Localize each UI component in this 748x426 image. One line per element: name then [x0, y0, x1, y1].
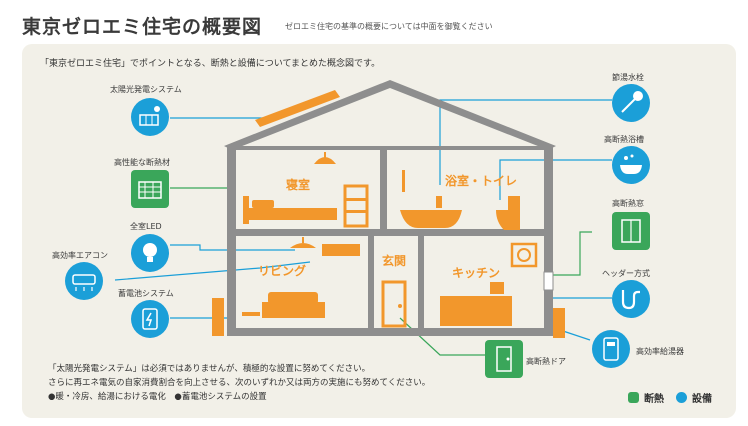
room-living: リビング — [258, 264, 307, 278]
high-insulation-window-icon — [612, 212, 650, 250]
header-pipe-icon — [612, 280, 650, 318]
solar-panel-icon — [131, 98, 169, 136]
legend-green-swatch — [628, 392, 639, 403]
high-insulation-door-icon — [485, 340, 523, 378]
label-solar: 太陽光発電システム — [110, 85, 182, 94]
label-bathtub: 高断熱浴槽 — [604, 135, 644, 144]
label-led: 全室LED — [130, 222, 162, 231]
battery-icon — [131, 300, 169, 338]
air-conditioner-icon — [65, 262, 103, 300]
label-window: 高断熱窓 — [612, 199, 644, 208]
footnote-line1: 「太陽光発電システム」は必須ではありませんが、積極的な設置に努めてください。 — [48, 364, 371, 374]
insulation-material-icon — [131, 170, 169, 208]
label-water-heater: 高効率給湯器 — [636, 347, 684, 356]
legend-insulation-label: 断熱 — [644, 394, 664, 405]
room-bedroom: 寝室 — [286, 178, 311, 192]
label-door: 高断熱ドア — [526, 357, 566, 366]
footnote-line3: ●暖・冷房、給湯における電化 ●蓄電池システムの設置 — [48, 392, 267, 402]
label-battery: 蓄電池システム — [118, 289, 174, 298]
room-kitchen: キッチン — [452, 266, 501, 280]
room-entrance: 玄関 — [382, 254, 407, 268]
label-header: ヘッダー方式 — [602, 269, 650, 278]
label-insulation: 高性能な断熱材 — [114, 158, 170, 167]
shower-faucet-icon — [612, 84, 650, 122]
label-aircon: 高効率エアコン — [52, 251, 108, 260]
intro-text: 「東京ゼロエミ住宅」でポイントとなる、断熱と設備についてまとめた概念図です。 — [40, 59, 381, 69]
footnote-line2: さらに再エネ電気の自家消費割合を向上させる、次のいずれか又は両方の実施にも努めて… — [48, 378, 431, 388]
bathtub-icon — [612, 146, 650, 184]
footnote: 「太陽光発電システム」は必須ではありませんが、積極的な設置に努めてください。 さ… — [48, 362, 430, 404]
led-bulb-icon — [131, 234, 169, 272]
water-heater-icon — [592, 330, 630, 368]
room-bath: 浴室・トイレ — [445, 174, 518, 188]
legend-insulation: 断熱 — [628, 390, 664, 405]
label-shower: 節湯水栓 — [612, 73, 644, 82]
legend-equipment-label: 設備 — [692, 394, 712, 405]
page-title: 東京ゼロエミ住宅の概要図 — [22, 16, 263, 38]
legend-blue-swatch — [676, 392, 687, 403]
page-subtitle: ゼロエミ住宅の基準の概要については中面を御覧ください — [285, 22, 493, 31]
legend-equipment: 設備 — [676, 390, 712, 405]
